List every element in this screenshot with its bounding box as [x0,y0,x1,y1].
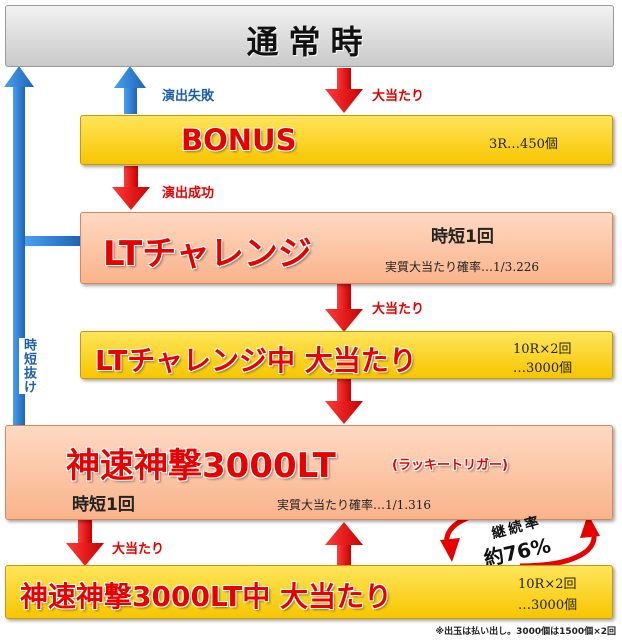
bonus-detail: 3R…450個 [489,137,558,152]
shinsoku-jitan: 時短1回 [72,495,135,515]
jitan-exit-arrow [4,66,81,430]
loop-arrow-up [325,522,363,568]
arrow-to-shinsoku [325,378,363,424]
jackpot-arrow-lt-challenge [325,284,363,332]
effect-fail-arrow [114,66,146,114]
jackpot-label-1: 大当たり [372,89,425,104]
effect-success-arrow [112,166,150,210]
shinsoku-prob: 実質大当たり確率…1/1.316 [277,498,432,512]
lt-challenge-hit-box: LTチャレンジ中 大当たり 10R×2回 …3000個 [80,331,613,379]
lt-challenge-box: LTチャレンジ 時短1回 実質大当たり確率…1/3.226 [80,212,613,284]
normal-state-title: 通常時 [246,23,373,61]
jitan-exit-label: 時短抜け [19,338,38,394]
lt-challenge-prob: 実質大当たり確率…1/3.226 [385,260,540,274]
shinsoku-hit-box: 神速神撃3000LT中 大当たり 10R×2回 …3000個 [5,565,613,619]
shinsoku-subtitle: (ラッキートリガー) [392,458,508,473]
footnote: ※出玉は払い出し。3000個は1500個×2回 [435,627,616,637]
jackpot-label-2: 大当たり [372,302,425,317]
lt-challenge-hit-detail-2: …3000個 [513,361,573,376]
jackpot-label-3: 大当たり [112,542,165,557]
effect-success-label: 演出成功 [162,186,215,201]
lt-challenge-hit-title: LTチャレンジ中 大当たり [95,344,417,377]
shinsoku-title: 神速神撃3000LT [66,446,336,486]
lt-challenge-jitan: 時短1回 [431,227,494,247]
shinsoku-box: 神速神撃3000LT (ラッキートリガー) 時短1回 実質大当たり確率…1/1.… [5,425,613,520]
shinsoku-hit-title: 神速神撃3000LT中 大当たり [20,580,392,613]
jackpot-arrow-normal-to-bonus [325,68,363,113]
effect-fail-label: 演出失敗 [162,89,215,104]
lt-challenge-title: LTチャレンジ [103,234,312,274]
bonus-box: BONUS 3R…450個 [80,115,613,165]
normal-state-box: 通常時 [5,5,614,67]
jackpot-arrow-shinsoku [66,520,104,566]
bonus-title: BONUS [181,123,297,157]
shinsoku-hit-detail-1: 10R×2回 [518,577,577,592]
lt-challenge-hit-detail-1: 10R×2回 [513,342,572,357]
shinsoku-hit-detail-2: …3000個 [518,598,578,613]
